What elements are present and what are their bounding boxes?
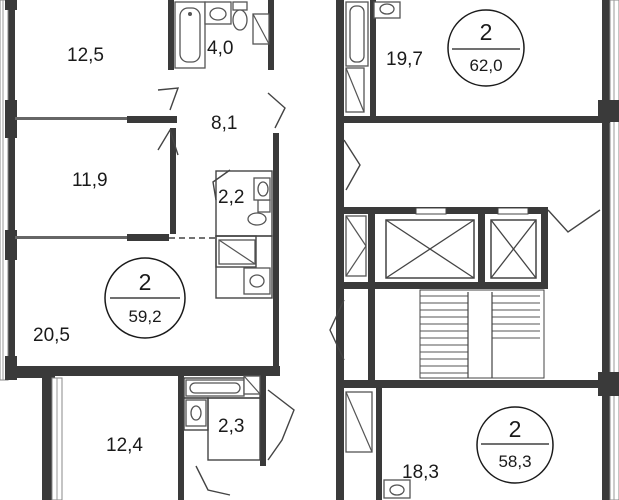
apartment-badge: 2 62,0 (447, 9, 525, 87)
apartment-total-area: 62,0 (469, 56, 502, 75)
sink-icon (204, 1, 232, 25)
toilet-icon (232, 1, 248, 31)
washing-machine-icon (252, 13, 270, 45)
left-apartment-walls (10, 0, 280, 500)
elevator-shaft-icon (490, 207, 537, 279)
room-area-living-bottom-right: 18,3 (402, 462, 439, 483)
room-area-bedroom-mid-left: 11,9 (72, 170, 108, 191)
room-area-living-top-right: 19,7 (386, 49, 423, 70)
wardrobe-icon (345, 215, 367, 277)
bathtub-icon (185, 379, 245, 397)
washing-machine-icon (345, 67, 365, 113)
apartment-total-area: 59,2 (128, 307, 161, 326)
sink-icon (243, 267, 271, 295)
apartment-badge: 2 58,3 (476, 406, 554, 484)
sink-icon (253, 177, 271, 201)
room-area-bath-top: 4,0 (207, 38, 233, 59)
apartment-badge: 2 59,2 (104, 257, 186, 339)
toilet-icon (247, 199, 271, 226)
bathtub-icon (345, 1, 369, 67)
sink-icon (383, 479, 411, 499)
room-area-bath-bottom-left: 2,3 (218, 416, 244, 437)
room-area-bedroom-bottom-left: 12,4 (106, 435, 143, 456)
apartment-total-area: 58,3 (498, 452, 531, 471)
lower-left-facade-wall (10, 368, 63, 500)
apartment-rooms: 2 (480, 19, 493, 45)
room-area-living-top-left: 12,5 (67, 45, 104, 66)
shower-icon (345, 391, 373, 453)
door-swings (157, 87, 295, 496)
room-area-living-left: 20,5 (33, 325, 70, 346)
apartment-rooms: 2 (139, 269, 152, 295)
shower-icon (218, 239, 256, 265)
bathtub-icon (174, 1, 206, 69)
sink-icon (185, 399, 207, 427)
right-apartment-walls (336, 0, 619, 500)
washing-machine-icon (243, 375, 261, 395)
elevator-shaft-icon (385, 207, 475, 279)
sink-icon (373, 1, 401, 19)
left-facade-wall (0, 0, 17, 381)
room-area-hall-top: 8,1 (211, 113, 237, 134)
door-swings (329, 139, 601, 361)
staircase-icon (419, 289, 545, 379)
apartment-rooms: 2 (509, 416, 522, 442)
room-area-wc-mid: 2,2 (218, 187, 244, 208)
